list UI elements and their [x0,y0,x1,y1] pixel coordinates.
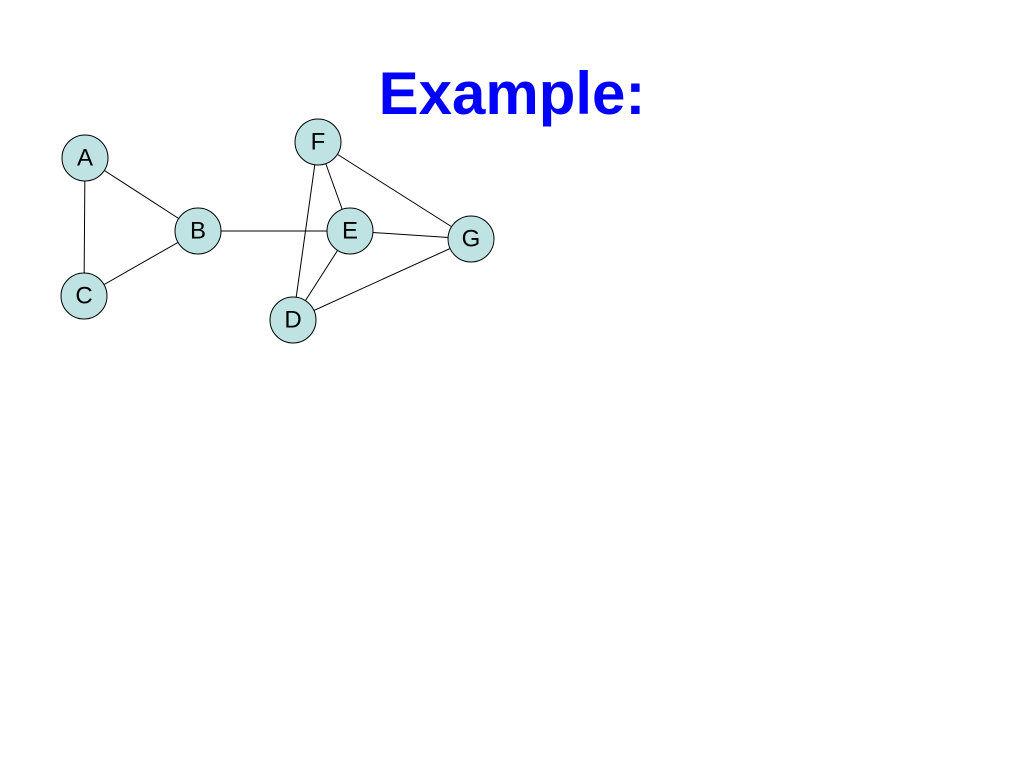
node-label-f: F [311,129,326,156]
node-circle-c [60,272,108,320]
node-g: G [447,215,495,263]
node-circle-g [447,215,495,263]
nodes-layer: A B C D E F G [60,118,495,344]
node-circle-f [294,118,342,166]
node-label-d: D [284,307,301,334]
node-label-g: G [462,226,481,253]
node-label-c: C [75,283,92,310]
node-circle-b [174,207,222,255]
node-label-e: E [342,218,358,245]
edges-layer [83,141,472,321]
node-label-b: B [190,218,206,245]
node-circle-e [326,207,374,255]
node-c: C [60,272,108,320]
node-e: E [326,207,374,255]
node-circle-d [269,296,317,344]
node-a: A [61,134,109,182]
edge-d-g [292,238,472,321]
node-d: D [269,296,317,344]
slide-title: Example: [378,60,646,127]
node-label-a: A [77,145,93,172]
node-f: F [294,118,342,166]
edge-f-g [317,141,472,240]
node-circle-a [61,134,109,182]
node-b: B [174,207,222,255]
edge-f-d [292,141,319,321]
